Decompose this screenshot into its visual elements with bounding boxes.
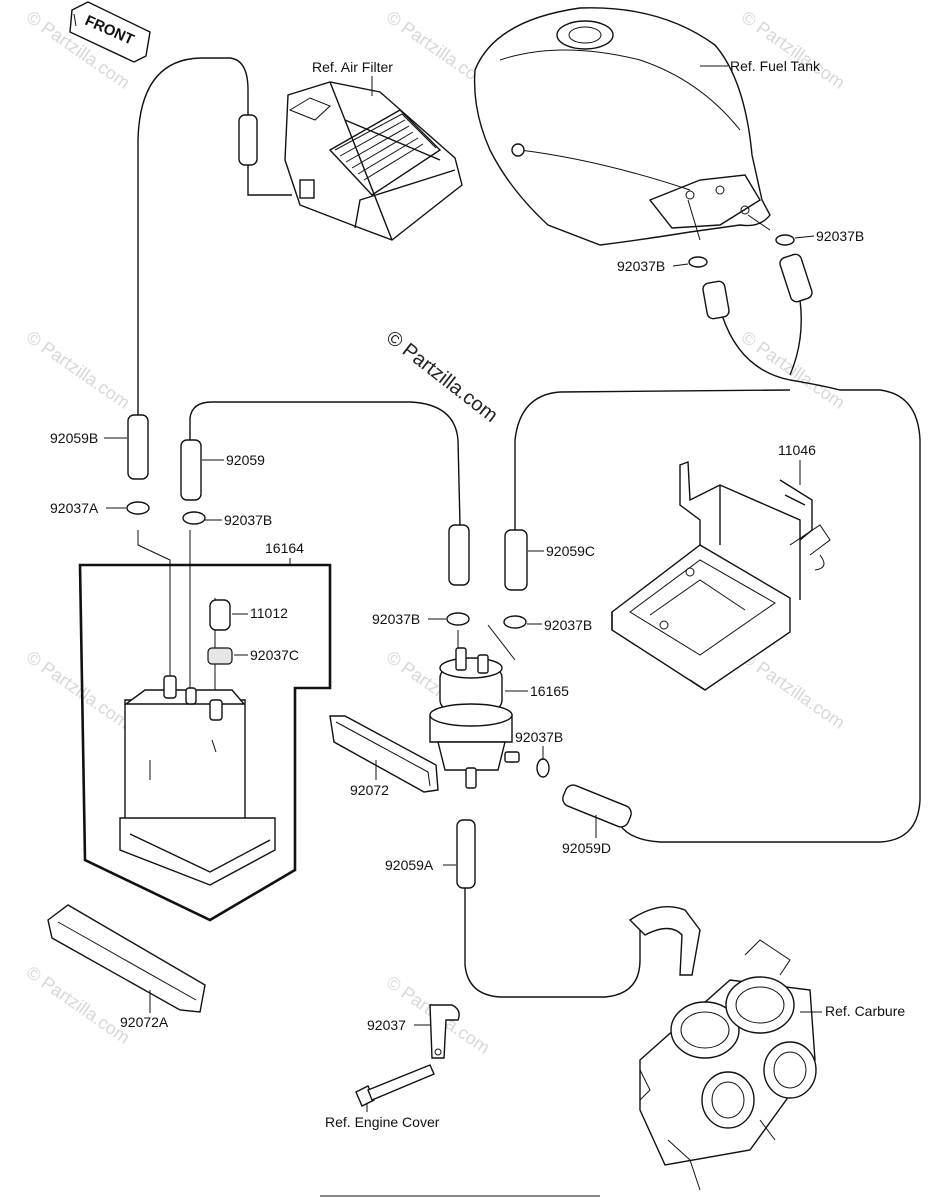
hose-92059 <box>180 439 202 501</box>
label-11012: 11012 <box>250 605 288 621</box>
label-ref-carburetor: Ref. Carbure <box>825 1003 905 1019</box>
label-92072: 92072 <box>350 782 389 798</box>
label-92037C: 92037C <box>250 647 299 663</box>
hose-clamp <box>446 612 470 626</box>
label-92037B-mid-left: 92037B <box>372 611 420 627</box>
label-92059: 92059 <box>226 452 265 468</box>
canister-16164 <box>119 675 276 886</box>
label-ref-fuel-tank: Ref. Fuel Tank <box>730 58 821 74</box>
copyright-text: © Partzilla.com <box>382 327 502 427</box>
clamp-92037C <box>207 647 233 665</box>
watermark: © Partzilla.com <box>23 647 134 733</box>
label-ref-engine-cover: Ref. Engine Cover <box>325 1114 440 1130</box>
cap-11012 <box>209 599 231 631</box>
hose-clamp <box>775 234 795 246</box>
label-11046: 11046 <box>778 442 816 458</box>
label-92037B-lower: 92037B <box>515 729 563 745</box>
strap-92072A <box>47 904 206 1013</box>
label-92037: 92037 <box>367 1017 406 1033</box>
label-16164: 16164 <box>265 540 304 556</box>
battery-case-11046 <box>611 461 831 691</box>
hose-92059D <box>562 784 632 828</box>
fuel-tank <box>473 7 771 246</box>
label-92059C: 92059C <box>546 543 595 559</box>
hose-clamp <box>688 256 708 268</box>
carburetor <box>628 906 817 1191</box>
hose-clamp-92037A <box>126 501 150 515</box>
label-92059A: 92059A <box>385 857 434 873</box>
hose-92059A <box>456 819 476 889</box>
hose-segment <box>238 114 258 166</box>
watermark: © Partzilla.com <box>23 327 134 413</box>
label-ref-air-filter: Ref. Air Filter <box>312 59 393 75</box>
valve-16165 <box>429 647 520 789</box>
bolt <box>355 1064 435 1107</box>
hose-segment <box>702 280 730 320</box>
watermark: © Partzilla.com <box>23 7 134 93</box>
hose-lines <box>137 57 921 998</box>
hose-segment <box>448 524 470 586</box>
label-92072A: 92072A <box>120 1014 169 1030</box>
front-arrow-label: FRONT <box>82 12 136 49</box>
label-92059D: 92059D <box>562 840 611 856</box>
air-filter <box>284 81 463 241</box>
hose-92059B <box>127 414 149 480</box>
hose-clamp-92037B <box>182 511 206 525</box>
clamp-92037 <box>429 1004 460 1059</box>
watermark: © Partzilla.com <box>738 647 849 733</box>
label-16165: 16165 <box>530 683 569 699</box>
watermark: © Partzilla.com <box>738 7 849 93</box>
hose-clamp <box>503 615 527 629</box>
label-92037B-mid-right: 92037B <box>544 617 592 633</box>
strap-92072 <box>329 715 439 793</box>
hose-clamp <box>536 758 550 778</box>
label-92037A: 92037A <box>50 500 99 516</box>
hose-segment <box>779 253 813 303</box>
watermark: © Partzilla.com <box>738 327 849 413</box>
canister-assembly-outline <box>78 563 332 922</box>
label-92059B: 92059B <box>50 430 98 446</box>
label-92037B-tank-right: 92037B <box>816 228 864 244</box>
hose-92059C <box>504 529 528 591</box>
label-92037B-upper: 92037B <box>224 512 272 528</box>
label-92037B-tank-left: 92037B <box>617 258 665 274</box>
